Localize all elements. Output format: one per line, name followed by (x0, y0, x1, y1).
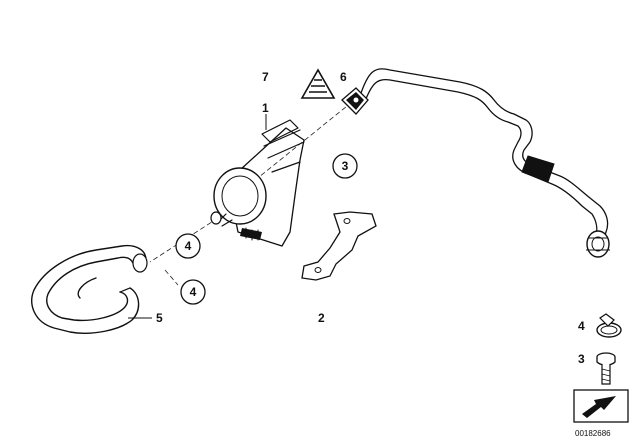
connector-part-6 (341, 87, 369, 115)
pipe-end-connector (586, 230, 610, 258)
callout-2: 2 (318, 311, 325, 325)
bracket-part-2 (301, 211, 377, 281)
svg-text:4: 4 (190, 285, 197, 299)
legend-hose-clamp: 4 (578, 313, 622, 338)
circled-callout-4-lower: 4 (180, 279, 206, 305)
legend-screw: 3 (578, 352, 616, 385)
svg-text:4: 4 (185, 239, 192, 253)
legend-label-4: 4 (578, 319, 585, 333)
callout-1: 1 (262, 101, 269, 115)
direction-arrow-box (573, 389, 629, 423)
circled-callout-3: 3 (332, 153, 358, 179)
callout-5: 5 (156, 311, 163, 325)
hose-part-5 (31, 244, 148, 334)
legend-label-3: 3 (578, 352, 585, 366)
drawing-code: 00182686 (575, 429, 611, 438)
vent-pipe (359, 68, 610, 258)
callout-leaders (128, 114, 267, 319)
circled-callout-4-upper: 4 (175, 233, 201, 259)
callout-6: 6 (340, 70, 347, 84)
purge-valve (210, 119, 305, 247)
warning-triangle-icon (300, 68, 336, 99)
callout-7: 7 (262, 70, 269, 84)
svg-text:3: 3 (342, 159, 349, 173)
